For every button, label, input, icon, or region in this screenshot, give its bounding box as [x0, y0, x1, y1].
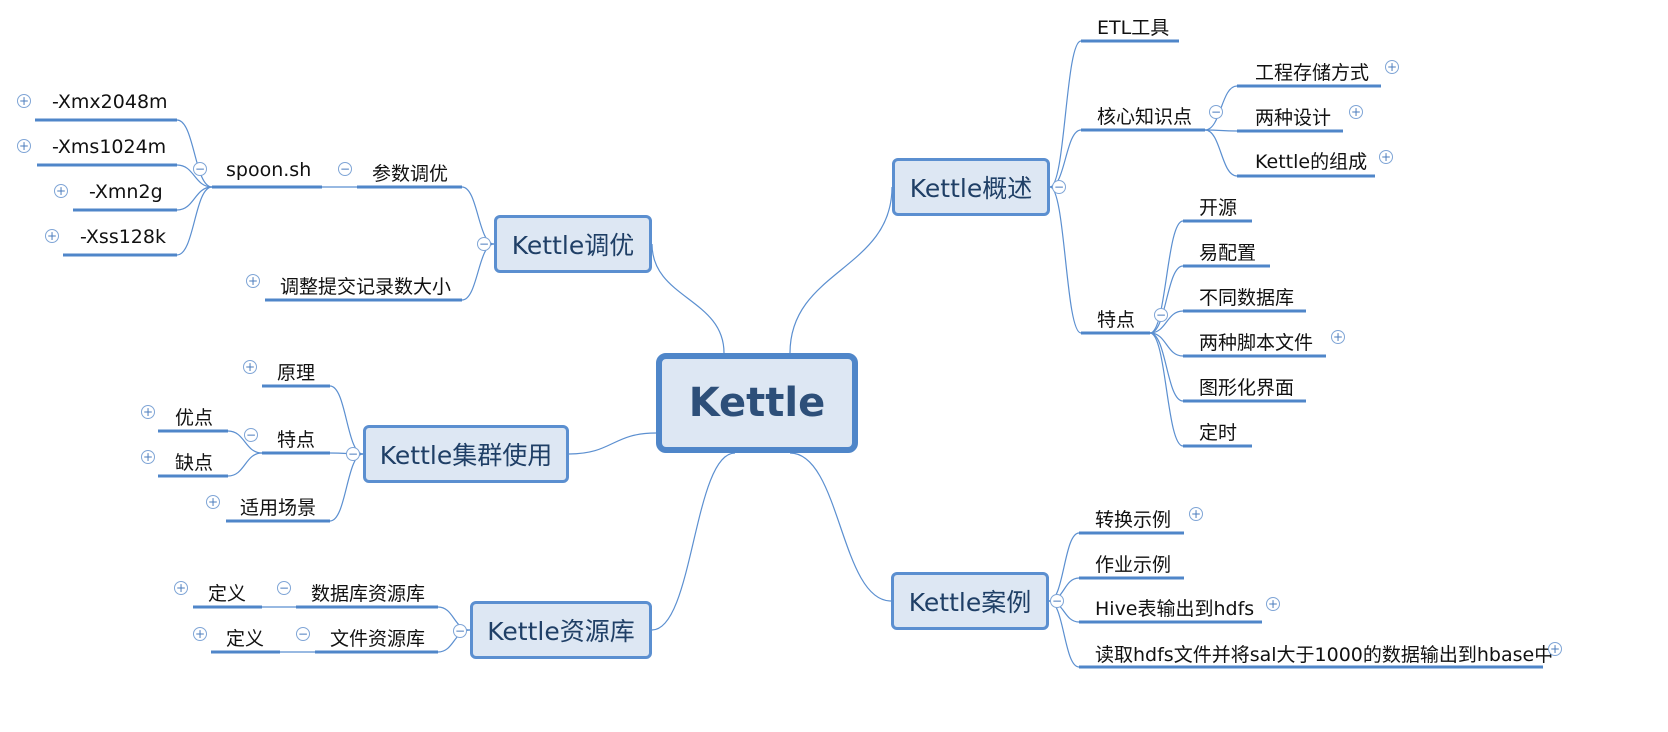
connector-line: [1204, 129, 1238, 177]
node-kettle-components[interactable]: Kettle的组成: [1255, 151, 1368, 173]
node-script-files[interactable]: 两种脚本文件: [1199, 332, 1314, 354]
connector-line: [176, 164, 213, 188]
connector-line: [1049, 129, 1082, 188]
expand-icon[interactable]: +: [1189, 507, 1203, 521]
node-xss[interactable]: -Xss128k: [80, 226, 166, 248]
connector-line: [227, 452, 263, 477]
expand-icon[interactable]: +: [174, 581, 188, 595]
expand-icon[interactable]: +: [17, 139, 31, 153]
expand-icon[interactable]: +: [141, 405, 155, 419]
node-etl-tool[interactable]: ETL工具: [1097, 17, 1170, 39]
collapse-icon[interactable]: −: [1154, 308, 1168, 322]
connector-line: [568, 432, 657, 455]
connector-line: [176, 186, 213, 256]
collapse-icon[interactable]: −: [338, 162, 352, 176]
node-db-repo-def[interactable]: 定义: [208, 583, 247, 605]
connector-line: [176, 186, 213, 211]
node-xmx[interactable]: -Xmx2048m: [52, 91, 168, 113]
connector-line: [1149, 310, 1184, 334]
connector-line: [651, 452, 736, 631]
expand-icon[interactable]: +: [246, 274, 260, 288]
connector-line: [789, 186, 893, 354]
expand-icon[interactable]: +: [1266, 597, 1280, 611]
node-spoon-sh[interactable]: spoon.sh: [226, 159, 312, 181]
expand-icon[interactable]: +: [141, 450, 155, 464]
branch-kettle-repository[interactable]: Kettle资源库: [470, 601, 652, 659]
connector-line: [1149, 332, 1184, 447]
connector-line: [227, 430, 263, 454]
node-principle[interactable]: 原理: [277, 362, 316, 384]
node-hive-to-hdfs[interactable]: Hive表输出到hdfs: [1095, 598, 1255, 620]
expand-icon[interactable]: +: [1548, 642, 1562, 656]
connector-line: [329, 385, 364, 455]
node-scenario[interactable]: 适用场景: [240, 497, 317, 519]
node-two-designs[interactable]: 两种设计: [1255, 107, 1332, 129]
connector-line: [1149, 332, 1184, 402]
node-gui[interactable]: 图形化界面: [1199, 377, 1295, 399]
node-overview-features[interactable]: 特点: [1097, 309, 1136, 331]
connector-line: [176, 119, 213, 188]
connector-line: [329, 453, 364, 522]
connector-line: [1049, 40, 1082, 188]
node-storage-method[interactable]: 工程存储方式: [1255, 62, 1370, 84]
collapse-icon[interactable]: −: [296, 627, 310, 641]
branch-kettle-overview[interactable]: Kettle概述: [892, 158, 1050, 216]
expand-icon[interactable]: +: [17, 94, 31, 108]
connector-line: [1049, 186, 1082, 334]
expand-icon[interactable]: +: [1385, 60, 1399, 74]
expand-icon[interactable]: +: [193, 627, 207, 641]
expand-icon[interactable]: +: [206, 495, 220, 509]
node-transform-example[interactable]: 转换示例: [1095, 509, 1172, 531]
collapse-icon[interactable]: −: [244, 428, 258, 442]
root-node-kettle[interactable]: Kettle: [656, 353, 858, 453]
node-pros[interactable]: 优点: [175, 407, 214, 429]
node-commit-size[interactable]: 调整提交记录数大小: [280, 276, 452, 298]
node-xms[interactable]: -Xms1024m: [52, 136, 167, 158]
node-open-source[interactable]: 开源: [1199, 197, 1238, 219]
connector-line: [461, 243, 495, 301]
expand-icon[interactable]: +: [54, 184, 68, 198]
node-timing[interactable]: 定时: [1199, 422, 1238, 444]
collapse-icon[interactable]: −: [453, 624, 467, 638]
branch-kettle-tuning[interactable]: Kettle调优: [494, 215, 652, 273]
node-param-tuning[interactable]: 参数调优: [372, 163, 449, 185]
node-core-knowledge[interactable]: 核心知识点: [1097, 106, 1193, 128]
connector-line: [651, 243, 725, 354]
branch-kettle-cases[interactable]: Kettle案例: [891, 572, 1049, 630]
collapse-icon[interactable]: −: [477, 237, 491, 251]
node-file-repo[interactable]: 文件资源库: [330, 628, 426, 650]
expand-icon[interactable]: +: [1331, 330, 1345, 344]
collapse-icon[interactable]: −: [346, 447, 360, 461]
collapse-icon[interactable]: −: [277, 581, 291, 595]
expand-icon[interactable]: +: [243, 360, 257, 374]
collapse-icon[interactable]: −: [1052, 180, 1066, 194]
expand-icon[interactable]: +: [1379, 150, 1393, 164]
node-job-example[interactable]: 作业示例: [1095, 554, 1172, 576]
connector-line: [1048, 532, 1080, 602]
node-hdfs-to-hbase[interactable]: 读取hdfs文件并将sal大于1000的数据输出到hbase中: [1095, 644, 1554, 666]
node-diff-databases[interactable]: 不同数据库: [1199, 287, 1295, 309]
connector-line: [461, 186, 495, 245]
connector-line: [1204, 129, 1238, 132]
node-db-repo[interactable]: 数据库资源库: [311, 583, 426, 605]
node-file-repo-def[interactable]: 定义: [226, 628, 265, 650]
connector-line: [789, 452, 892, 602]
node-cluster-features[interactable]: 特点: [277, 429, 316, 451]
connector-line: [1149, 220, 1184, 334]
expand-icon[interactable]: +: [1349, 105, 1363, 119]
node-xmn[interactable]: -Xmn2g: [89, 181, 163, 203]
expand-icon[interactable]: +: [45, 229, 59, 243]
branch-kettle-cluster[interactable]: Kettle集群使用: [363, 425, 569, 483]
node-easy-config[interactable]: 易配置: [1199, 242, 1257, 264]
collapse-icon[interactable]: −: [193, 162, 207, 176]
collapse-icon[interactable]: −: [1209, 105, 1223, 119]
collapse-icon[interactable]: −: [1050, 594, 1064, 608]
connector-line: [1149, 265, 1184, 334]
node-cons[interactable]: 缺点: [175, 452, 214, 474]
